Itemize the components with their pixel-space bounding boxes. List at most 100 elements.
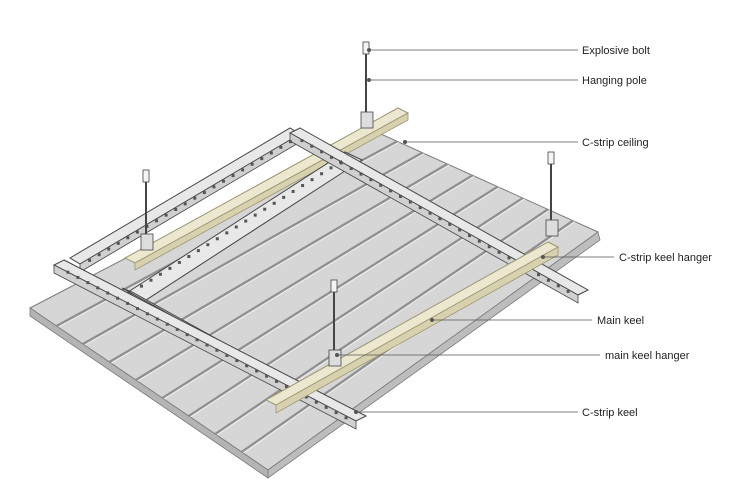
callout-leaders: [334, 48, 614, 414]
keel-slot: [359, 172, 363, 176]
keel-slot: [324, 405, 328, 409]
label-main-keel-hanger: main keel hanger: [605, 350, 690, 362]
keel-slot: [149, 278, 153, 282]
keel-slot: [212, 185, 216, 189]
hanger-assembly-1: [360, 41, 374, 129]
keel-slot: [428, 211, 432, 215]
keel-slot: [139, 284, 143, 288]
keel-slot: [537, 273, 541, 277]
keel-slot: [107, 247, 111, 251]
keel-slot: [389, 189, 393, 193]
keel-slot: [155, 219, 159, 223]
keel-slot: [344, 416, 348, 420]
keel-slot: [379, 183, 383, 187]
keel-slot: [241, 168, 245, 172]
label-hanging-pole: Hanging pole: [582, 75, 647, 87]
keel-slot: [310, 178, 314, 182]
keel-slot: [369, 178, 373, 182]
keel-slot: [225, 353, 229, 357]
keel-slot: [320, 150, 324, 154]
keel-slot: [320, 172, 324, 176]
keel-slot: [126, 236, 130, 240]
keel-slot: [66, 270, 70, 274]
keel-slot: [231, 174, 235, 178]
keel-slot: [86, 281, 90, 285]
keel-slot: [314, 400, 318, 404]
keel-slot: [279, 145, 283, 149]
keel-slot: [175, 327, 179, 331]
keel-slot: [221, 179, 225, 183]
keel-slot: [329, 166, 333, 170]
keel-slot: [165, 322, 169, 326]
keel-slot: [97, 253, 101, 257]
keel-slot: [106, 291, 110, 295]
keel-slot: [96, 286, 100, 290]
keel-slot: [263, 207, 267, 211]
keel-slot: [205, 343, 209, 347]
keel-slot: [234, 225, 238, 229]
keel-slot: [168, 266, 172, 270]
keel-slot: [215, 348, 219, 352]
keel-slot: [174, 207, 178, 211]
keel-slot: [448, 222, 452, 226]
keel-slot: [265, 374, 269, 378]
keel-slot: [126, 301, 130, 305]
keel-slot: [76, 275, 80, 279]
keel-slot: [187, 255, 191, 259]
keel-slot: [334, 411, 338, 415]
keel-slot: [301, 184, 305, 188]
keel-slot: [282, 195, 286, 199]
keel-slot: [135, 230, 139, 234]
keel-slot: [235, 359, 239, 363]
hanger-assembly-2: [140, 169, 154, 251]
keel-slot: [497, 250, 501, 254]
keel-slot-holes: [66, 139, 570, 420]
keel-slot: [304, 395, 308, 399]
label-explosive-bolt: Explosive bolt: [582, 45, 650, 57]
keel-slot: [255, 369, 259, 373]
keel-slot: [487, 245, 491, 249]
keel-slot: [116, 241, 120, 245]
keel-slot: [284, 385, 288, 389]
keel-slot: [556, 284, 560, 288]
keel-slot: [88, 258, 92, 262]
keel-slot: [468, 234, 472, 238]
keel-slot: [339, 160, 343, 164]
keel-slot: [202, 191, 206, 195]
keel-slot: [135, 307, 139, 311]
keel-slot: [185, 333, 189, 337]
keel-slot: [546, 278, 550, 282]
label-main-keel: Main keel: [597, 315, 644, 327]
keel-slot: [408, 200, 412, 204]
keel-slot: [193, 196, 197, 200]
keel-slot: [164, 213, 168, 217]
keel-slot: [300, 139, 304, 143]
keel-slot: [438, 217, 442, 221]
keel-slot: [329, 155, 333, 159]
keel-slot: [458, 228, 462, 232]
keel-slot: [244, 219, 248, 223]
keel-slot: [507, 256, 511, 260]
keel-slot: [272, 201, 276, 205]
keel-slot: [269, 151, 273, 155]
keel-slot: [116, 296, 120, 300]
keel-slot: [566, 289, 570, 293]
keel-slot: [145, 312, 149, 316]
label-c-strip-keel-hanger: C-strip keel hanger: [619, 252, 712, 264]
keel-slot: [155, 317, 159, 321]
keel-slot: [158, 272, 162, 276]
keel-slot: [245, 364, 249, 368]
keel-slot: [215, 237, 219, 241]
keel-slot: [183, 202, 187, 206]
keel-slot: [225, 231, 229, 235]
keel-slot: [477, 239, 481, 243]
label-c-strip-keel: C-strip keel: [582, 407, 638, 419]
keel-slot: [196, 249, 200, 253]
c-strip-keel-front: [52, 259, 368, 430]
keel-slot: [250, 162, 254, 166]
keel-slot: [195, 338, 199, 342]
hanger-assembly-3: [545, 151, 559, 237]
keel-slot: [291, 189, 295, 193]
keel-slot: [288, 140, 292, 144]
label-c-strip-ceiling: C-strip ceiling: [582, 137, 649, 149]
